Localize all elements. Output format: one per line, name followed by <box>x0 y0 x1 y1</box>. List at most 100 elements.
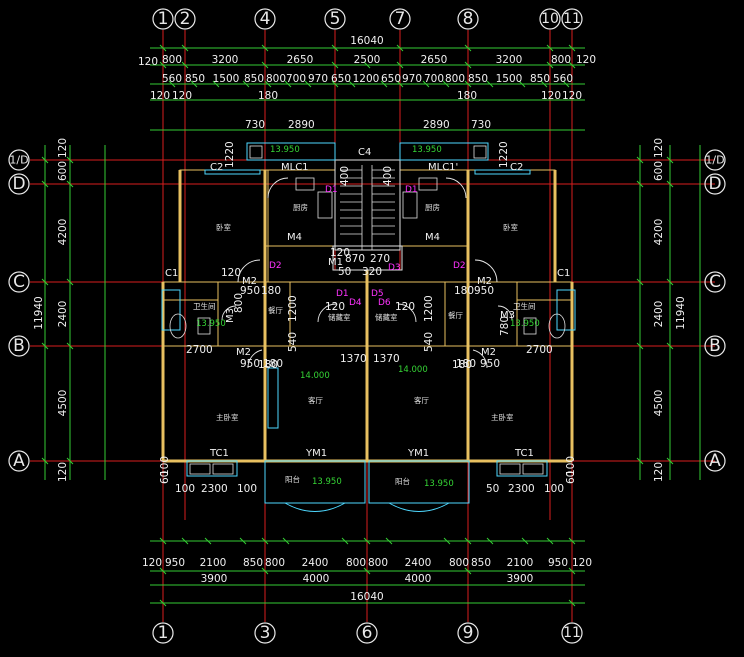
svg-text:180: 180 <box>261 285 281 297</box>
svg-text:540: 540 <box>423 332 435 352</box>
axis-bubble-right-1d: 1/D <box>704 149 726 171</box>
svg-text:1220: 1220 <box>498 141 510 168</box>
svg-text:13.950: 13.950 <box>424 479 454 489</box>
svg-text:卧室: 卧室 <box>216 222 231 232</box>
svg-text:2100: 2100 <box>507 557 534 569</box>
svg-text:180: 180 <box>452 359 472 371</box>
axis-bubbles-right: 1/D D C B A <box>704 149 726 472</box>
axis-bubble-bottom-11: 11 <box>561 622 583 644</box>
svg-text:C1: C1 <box>165 268 178 279</box>
svg-text:950: 950 <box>474 285 494 297</box>
svg-text:MLC1: MLC1 <box>281 162 309 173</box>
svg-text:2400: 2400 <box>302 557 329 569</box>
axis-bubble-left-c: C <box>8 271 30 293</box>
svg-text:560: 560 <box>162 73 182 85</box>
svg-text:400: 400 <box>339 166 351 186</box>
svg-text:50: 50 <box>486 483 499 495</box>
axis-bubble-right-c: C <box>704 271 726 293</box>
svg-text:3200: 3200 <box>212 54 239 66</box>
svg-text:2400: 2400 <box>405 557 432 569</box>
axis-bubble-left-d: D <box>8 173 30 195</box>
svg-text:2400: 2400 <box>57 301 69 328</box>
svg-text:10: 10 <box>541 11 559 27</box>
svg-text:4200: 4200 <box>57 219 69 246</box>
svg-text:3200: 3200 <box>496 54 523 66</box>
svg-text:120: 120 <box>138 56 158 68</box>
svg-text:320: 320 <box>362 266 382 278</box>
svg-text:2650: 2650 <box>287 54 314 66</box>
svg-text:M2: M2 <box>477 276 492 287</box>
svg-text:950: 950 <box>165 557 185 569</box>
svg-text:M3: M3 <box>225 308 236 323</box>
axis-bubble-top-4: 4 <box>254 8 276 30</box>
svg-text:2: 2 <box>180 9 191 29</box>
svg-text:D: D <box>708 174 721 194</box>
svg-text:主卧室: 主卧室 <box>491 412 514 422</box>
svg-text:800: 800 <box>162 54 182 66</box>
svg-text:850: 850 <box>243 557 263 569</box>
left-dimensions: 11940 120 600 4200 2400 4500 120 <box>33 138 69 482</box>
svg-text:B: B <box>13 336 25 356</box>
axis-bubble-top-8: 8 <box>457 8 479 30</box>
svg-text:2650: 2650 <box>421 54 448 66</box>
svg-text:11: 11 <box>563 625 581 641</box>
svg-text:180: 180 <box>456 358 476 370</box>
svg-text:13.950: 13.950 <box>510 319 540 329</box>
svg-text:M4: M4 <box>287 232 302 243</box>
svg-text:650: 650 <box>331 73 351 85</box>
svg-text:100: 100 <box>544 483 564 495</box>
svg-text:M3: M3 <box>500 310 515 321</box>
axis-bubble-bottom-6: 6 <box>356 622 378 644</box>
inner-dimensions: 730 2890 2890 730 120 870 270 50 320 120… <box>159 119 577 495</box>
room-names: 厨房 厨房 卧室 卧室 卫生间 卫生间 餐厅 餐厅 储藏室 储藏室 客厅 客厅 … <box>193 202 536 486</box>
svg-text:9: 9 <box>463 623 474 643</box>
svg-text:1/D: 1/D <box>705 154 724 167</box>
svg-text:120: 120 <box>541 90 561 102</box>
svg-text:650: 650 <box>381 73 401 85</box>
svg-text:700: 700 <box>286 73 306 85</box>
svg-text:100: 100 <box>159 456 171 476</box>
svg-text:1: 1 <box>158 623 169 643</box>
svg-text:50: 50 <box>338 266 351 278</box>
svg-text:120: 120 <box>325 301 345 313</box>
elevation-labels: 13.950 13.950 14.000 14.000 13.950 13.95… <box>196 145 540 489</box>
svg-text:14.000: 14.000 <box>398 365 428 375</box>
svg-text:D1: D1 <box>405 185 418 195</box>
svg-text:850: 850 <box>468 73 488 85</box>
svg-text:970: 970 <box>402 73 422 85</box>
svg-text:4500: 4500 <box>57 390 69 417</box>
svg-text:120: 120 <box>395 301 415 313</box>
axis-bubbles-left: 1/D D C B A <box>8 149 30 472</box>
ac-units <box>189 145 544 475</box>
svg-text:2700: 2700 <box>186 344 213 356</box>
svg-text:180: 180 <box>258 359 278 371</box>
svg-text:400: 400 <box>382 166 394 186</box>
svg-text:主卧室: 主卧室 <box>216 412 239 422</box>
svg-text:厨房: 厨房 <box>293 202 308 212</box>
svg-text:M2: M2 <box>236 347 251 358</box>
svg-text:TC1: TC1 <box>209 448 229 459</box>
svg-text:180: 180 <box>454 285 474 297</box>
svg-text:800: 800 <box>346 557 366 569</box>
axis-bubble-right-b: B <box>704 335 726 357</box>
svg-text:950: 950 <box>480 358 500 370</box>
axis-bubble-top-5: 5 <box>324 8 346 30</box>
svg-text:1200: 1200 <box>353 73 380 85</box>
svg-text:C2: C2 <box>510 162 523 173</box>
svg-text:1500: 1500 <box>213 73 240 85</box>
svg-text:4000: 4000 <box>303 573 330 585</box>
svg-text:2890: 2890 <box>288 119 315 131</box>
axis-bubble-bottom-3: 3 <box>254 622 276 644</box>
svg-text:2300: 2300 <box>508 483 535 495</box>
svg-text:阳台: 阳台 <box>395 476 410 486</box>
svg-text:M2: M2 <box>481 347 496 358</box>
svg-text:970: 970 <box>308 73 328 85</box>
svg-text:2890: 2890 <box>423 119 450 131</box>
svg-text:11940: 11940 <box>675 296 687 329</box>
svg-text:1370: 1370 <box>340 353 367 365</box>
svg-text:180: 180 <box>258 90 278 102</box>
svg-text:850: 850 <box>471 557 491 569</box>
svg-text:120: 120 <box>576 54 596 66</box>
svg-text:3: 3 <box>260 623 271 643</box>
